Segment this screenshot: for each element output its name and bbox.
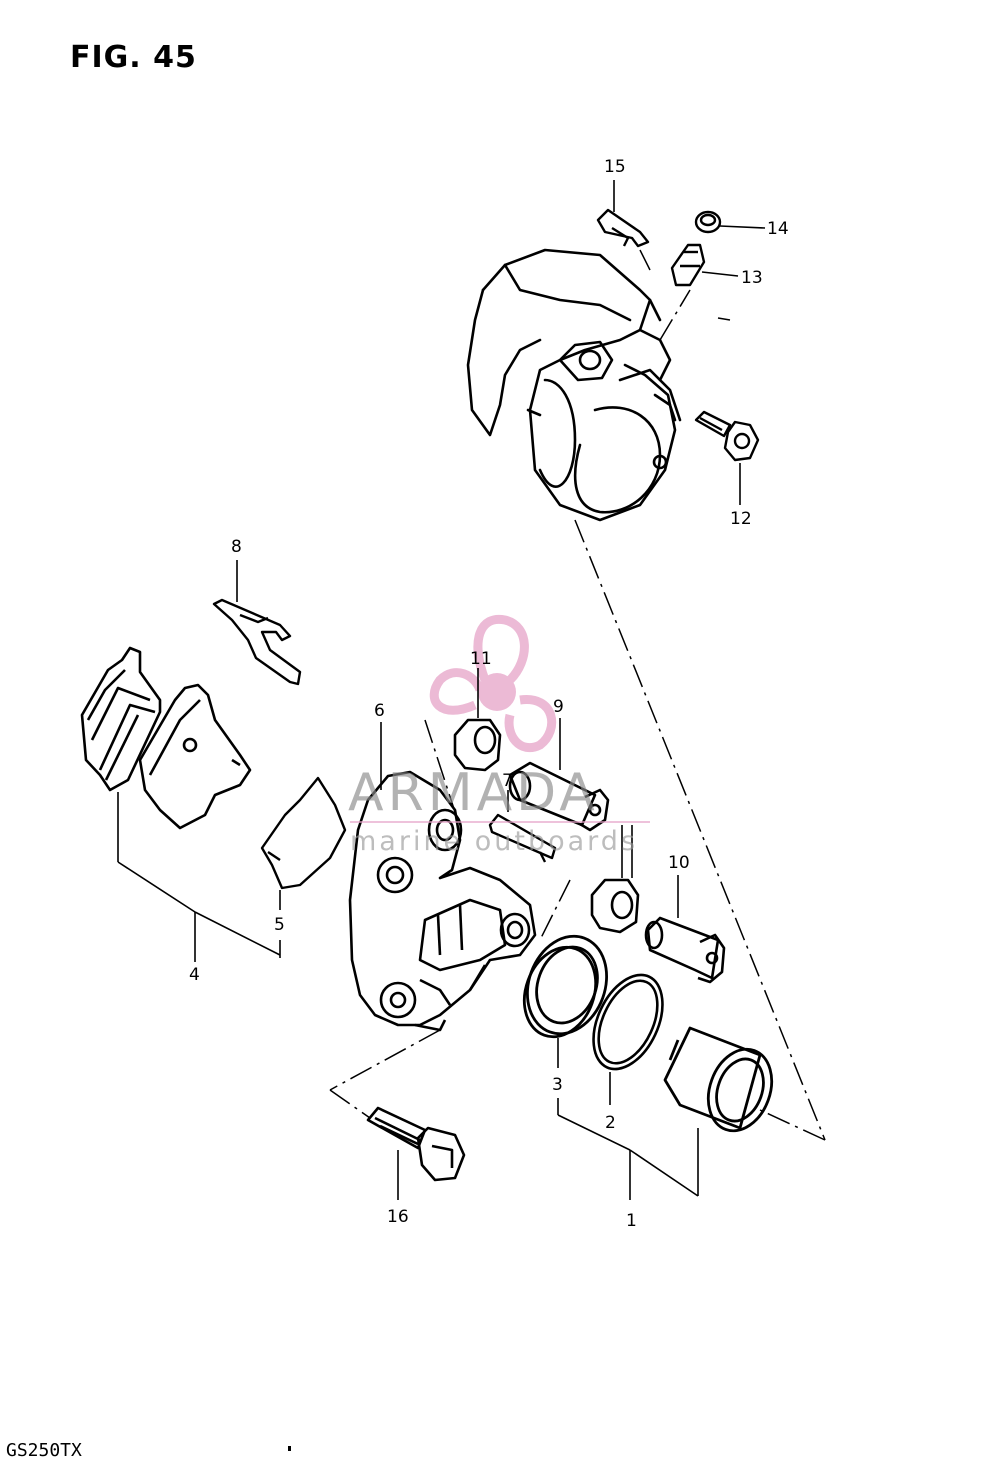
callout-13: 13: [741, 268, 763, 288]
slide-pin-upper: [508, 761, 610, 832]
retaining-pin: [488, 813, 557, 863]
brake-pad-inner: [138, 683, 252, 830]
pin-boot-upper: [453, 718, 502, 772]
callout-3: 3: [552, 1075, 563, 1095]
propeller-icon: [429, 614, 557, 753]
callout-16: 16: [387, 1207, 409, 1227]
callout-5: 5: [274, 915, 285, 935]
callout-12: 12: [730, 509, 752, 529]
watermark-text: ARMADA marine outboards: [348, 763, 650, 857]
bleeder-valve: [670, 243, 706, 287]
dust-seal: [522, 934, 608, 1039]
assembly-dash-lines: [329, 249, 826, 1141]
slide-pin-lower: [644, 916, 726, 984]
callout-15: 15: [604, 157, 626, 177]
holder-bolt: [366, 1106, 466, 1182]
callout-14: 14: [767, 219, 789, 239]
caliper-holder: [348, 770, 537, 1032]
callout-7: 7: [502, 771, 513, 791]
bleeder-cap: [694, 210, 722, 234]
figure-title: FIG. 45: [70, 40, 197, 75]
pad-shim: [260, 776, 347, 890]
pad-spring-top: [596, 208, 650, 248]
holder-bush: [427, 808, 463, 852]
callout-11: 11: [470, 649, 492, 669]
caliper-piston: [663, 1026, 774, 1133]
watermark-brand: ARMADA: [348, 763, 599, 823]
stray-mark: [288, 1446, 291, 1451]
leader-lines: [117, 180, 766, 1200]
watermark-tagline: marine outboards: [350, 826, 638, 857]
callout-labels: 15 14 13 12 8 11 6 9 7 10 5 4 3 2 16 1: [189, 157, 789, 1231]
brake-pad-outer: [80, 646, 162, 792]
piston-seal: [592, 973, 664, 1071]
callout-4: 4: [189, 965, 200, 985]
callout-2: 2: [605, 1113, 616, 1133]
caliper-housing: [466, 248, 682, 522]
watermark-logo: [429, 614, 557, 753]
callout-1: 1: [626, 1211, 637, 1231]
caliper-bolt: [694, 410, 760, 462]
callout-10: 10: [668, 853, 690, 873]
callout-9: 9: [553, 697, 564, 717]
callout-6: 6: [374, 701, 385, 721]
pin-boot-lower: [590, 878, 640, 934]
callout-8: 8: [231, 537, 242, 557]
pad-spring: [212, 598, 302, 686]
propeller-hub: [478, 673, 516, 711]
model-code: GS250TX: [6, 1440, 82, 1461]
